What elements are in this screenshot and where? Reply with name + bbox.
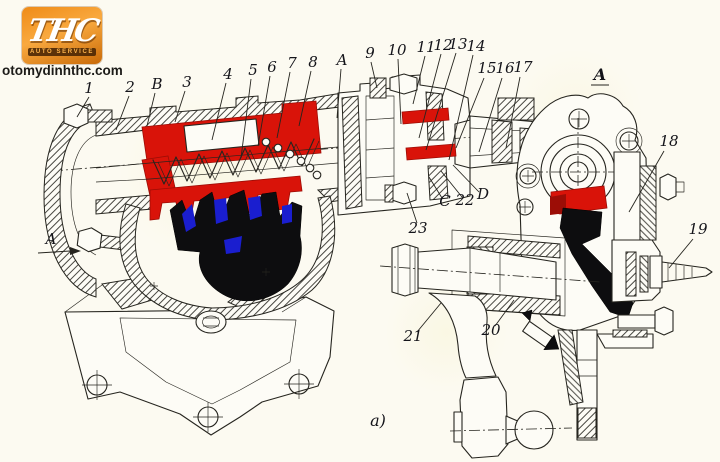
callout-1: 1 <box>84 79 94 97</box>
callout-6: 6 <box>267 58 277 76</box>
valve-lower-fitting <box>384 181 417 205</box>
callout-4: 4 <box>222 65 233 83</box>
callout-leader-lines <box>76 52 694 333</box>
callout-16: 16 <box>495 59 515 77</box>
shaft-cap <box>497 97 535 121</box>
view-label-A: A <box>592 65 606 84</box>
callout-19: 19 <box>688 220 708 238</box>
logo-subtitle: AUTO SERVICE <box>27 47 97 56</box>
callout-C: C <box>439 192 451 210</box>
callout-labels: 1 2 B 3 4 5 6 7 8 A 9 10 11 12 13 14 15 … <box>84 35 708 345</box>
pitman-shaft-section <box>379 229 601 317</box>
wedge-shadow <box>550 194 566 215</box>
callout-12: 12 <box>433 36 452 54</box>
bracket-bolt-hole <box>82 370 112 400</box>
callout-D: D <box>476 185 489 203</box>
center-mark <box>262 268 270 276</box>
website-watermark: otomydinhthc.com <box>2 63 123 78</box>
drain-plug <box>195 310 227 334</box>
gear-housing-wall <box>119 195 336 321</box>
callout-20: 20 <box>480 321 501 339</box>
callout-10: 10 <box>387 41 407 59</box>
bracket-bolt-hole <box>193 402 223 432</box>
callout-B: B <box>150 75 162 93</box>
pitman-arm <box>428 292 573 459</box>
callout-7: 7 <box>287 54 297 72</box>
center-mark <box>150 282 158 290</box>
cover-bolt <box>659 173 677 201</box>
callout-21: 21 <box>402 327 422 345</box>
callout-3: 3 <box>182 73 192 91</box>
left-assembly-longitudinal-section <box>43 92 573 436</box>
grease-fitting <box>522 320 560 350</box>
callout-13: 13 <box>448 35 467 53</box>
mounting-bracket <box>64 278 335 436</box>
callout-14: 14 <box>466 37 485 55</box>
lower-bracket <box>557 329 654 441</box>
callout-18: 18 <box>659 132 678 150</box>
right-assembly-section-A-A <box>379 93 713 459</box>
adjuster-plug <box>369 77 387 99</box>
valve-top-bolt <box>389 73 418 95</box>
housing-end-cap <box>43 103 97 298</box>
logo-text: THC <box>24 12 100 49</box>
callout-11: 11 <box>416 38 435 56</box>
flow-arrow <box>521 309 533 322</box>
arrow-head <box>70 247 81 255</box>
callout-5: 5 <box>248 61 258 79</box>
callout-15: 15 <box>477 59 496 77</box>
section-arrow-label: A <box>44 230 57 248</box>
callout-8: 8 <box>308 53 318 71</box>
figure-caption: a) <box>370 411 386 430</box>
recirculating-balls <box>261 137 322 180</box>
section-arrow-A-left: A <box>37 230 81 255</box>
valve-seal-upper-highlighted <box>401 107 450 125</box>
housing-bolt-top-left <box>63 103 113 129</box>
side-cover <box>613 151 685 253</box>
callout-A-section-mark: A <box>335 51 348 69</box>
valve-seal-lower-highlighted <box>405 143 457 161</box>
callout-22: 22 <box>454 191 474 209</box>
ball-joint <box>514 410 554 450</box>
bracket-bolt-hole <box>284 369 314 399</box>
lower-cover-bolt <box>617 306 674 336</box>
callout-23: 23 <box>407 219 427 237</box>
callout-9: 9 <box>365 44 375 62</box>
callout-17: 17 <box>513 58 533 76</box>
thc-logo: THC AUTO SERVICE <box>22 7 102 64</box>
sector-gear <box>150 189 303 302</box>
callout-2: 2 <box>124 78 135 96</box>
pitman-shaft-nut <box>391 243 419 297</box>
adjuster-screw <box>611 239 713 303</box>
